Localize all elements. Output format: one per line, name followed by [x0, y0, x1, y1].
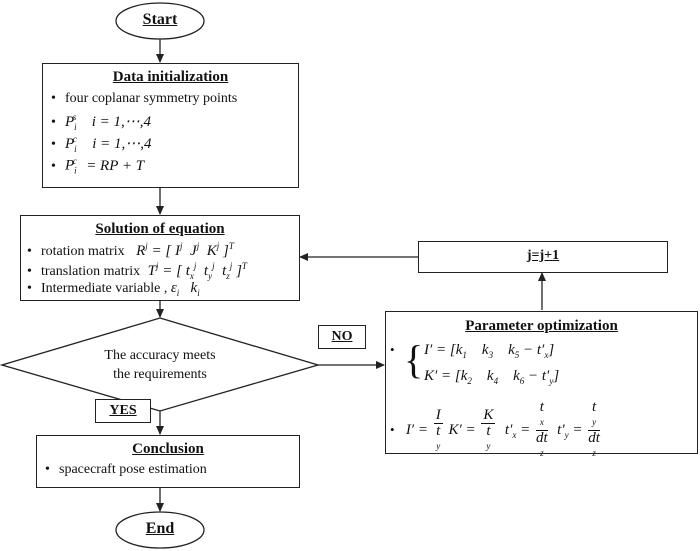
- init-item-source-points: •Pis i = 1,⋯,4: [51, 112, 151, 132]
- data-initialization-box: Data initialization •four coplanar symme…: [42, 63, 299, 188]
- conclusion-box: Conclusion •spacecraft pose estimation: [36, 435, 300, 488]
- start-label: Start: [142, 11, 178, 28]
- init-title: Data initialization: [112, 69, 229, 85]
- init-item-points: •four coplanar symmetry points: [51, 91, 238, 106]
- optimization-brace-symbol: {: [404, 337, 424, 382]
- end-label: End: [145, 520, 175, 537]
- solution-of-equation-box: Solution of equation •rotation matrix Rj…: [20, 215, 300, 301]
- counter-label: j=j+1: [526, 248, 560, 263]
- parameter-optimization-box: Parameter optimization • { I′ = [k1 k3 k…: [385, 311, 698, 458]
- init-item-transform: •Pic = RP + T: [51, 156, 145, 176]
- translation-matrix-item: •translation matrix Tj = [ txj tyj tzj ]…: [27, 261, 247, 281]
- conclusion-title: Conclusion: [132, 441, 204, 457]
- k-prime-equation: K′ = [k2 k4 k6 − t′y]: [424, 368, 560, 386]
- intermediate-variable-item: •Intermediate variable , εi ki: [27, 280, 200, 298]
- solution-title: Solution of equation: [95, 221, 225, 237]
- decision-text: The accuracy meets the requirements: [60, 346, 260, 384]
- yes-label: YES: [95, 399, 151, 423]
- decision-line-2: the requirements: [113, 367, 207, 382]
- optimization-brace: •: [390, 342, 395, 357]
- no-label: NO: [318, 325, 366, 349]
- i-prime-equation: I′ = [k1 k3 k5 − t′x]: [424, 342, 555, 360]
- decision-line-1: The accuracy meets: [104, 348, 216, 363]
- optimization-title: Parameter optimization: [465, 318, 618, 334]
- rotation-matrix-item: •rotation matrix Rj = [ Ij Jj Kj ]T: [27, 241, 234, 259]
- init-item-camera-points: •Pic i = 1,⋯,4: [51, 134, 152, 154]
- conclusion-item: •spacecraft pose estimation: [45, 462, 207, 477]
- end-terminal-shape: [115, 511, 205, 549]
- counter-box: j=j+1: [418, 241, 668, 273]
